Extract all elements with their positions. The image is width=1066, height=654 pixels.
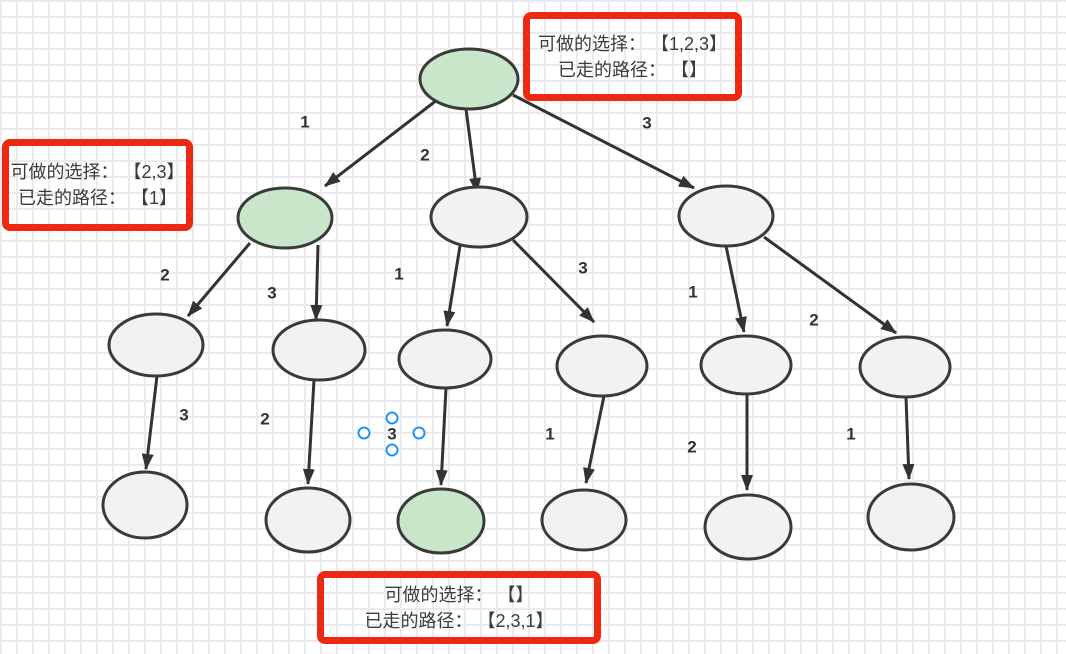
- selection-handles-layer: [357, 411, 426, 457]
- edge-choice-1-to-path-1-2[interactable]: [186, 242, 252, 317]
- annotation-box-leaf[interactable]: 可做的选择： 【】 已走的路径： 【2,3,1】: [317, 571, 601, 644]
- annotation-box-root[interactable]: 可做的选择： 【1,2,3】 已走的路径： 【】: [523, 12, 742, 101]
- tree-node-choice-1[interactable]: [236, 186, 334, 250]
- edge-label-choice-3-to-path-3-1[interactable]: 1: [688, 283, 697, 302]
- tree-node-choice-2[interactable]: [429, 185, 529, 249]
- edge-label-root-to-choice-1[interactable]: 1: [300, 113, 309, 132]
- edge-choice-2-to-path-2-1[interactable]: [443, 245, 462, 327]
- tree-node-path-1-3[interactable]: [271, 318, 367, 382]
- edge-label-choice-1-to-path-1-3[interactable]: 3: [267, 284, 276, 303]
- tree-node-path-1-2-3[interactable]: [101, 470, 189, 540]
- edge-choice-3-to-path-3-2[interactable]: [763, 235, 897, 335]
- tree-node-path-3-1-2[interactable]: [703, 493, 793, 561]
- annotation-path-line: 已走的路径： 【】: [557, 59, 707, 80]
- edge-label-root-to-choice-2[interactable]: 2: [420, 146, 429, 165]
- edge-label-choice-3-to-path-3-2[interactable]: 2: [809, 311, 818, 330]
- edge-label-path-1-3-to-path-1-3-2[interactable]: 2: [260, 410, 269, 429]
- edge-choice-2-to-path-2-3[interactable]: [511, 238, 596, 324]
- tree-node-path-2-3[interactable]: [555, 334, 649, 398]
- annotation-box-choice-1[interactable]: 可做的选择： 【2,3】 已走的路径： 【1】: [2, 139, 193, 231]
- edge-root-to-choice-1[interactable]: [324, 98, 438, 188]
- tree-node-root[interactable]: [418, 47, 520, 111]
- tree-node-path-2-1-3[interactable]: [396, 487, 486, 555]
- edge-label-path-1-2-to-path-1-2-3[interactable]: 3: [179, 406, 188, 425]
- tree-node-path-2-3-1[interactable]: [540, 488, 628, 552]
- annotation-choices-line: 可做的选择： 【2,3】: [10, 162, 185, 182]
- edge-path-1-3-to-path-1-3-2[interactable]: [302, 379, 316, 485]
- annotation-path-line: 已走的路径： 【2,3,1】: [364, 610, 554, 631]
- edge-label-root-to-choice-3[interactable]: 3: [642, 114, 651, 133]
- selection-handle-top[interactable]: [385, 411, 399, 425]
- nodes-layer: [101, 47, 956, 561]
- edge-label-path-2-1-to-path-2-1-3-selected[interactable]: 3: [387, 425, 396, 444]
- tree-node-path-1-2[interactable]: [107, 312, 205, 378]
- selection-handle-bottom[interactable]: [385, 443, 399, 457]
- tree-node-path-3-2-1[interactable]: [866, 482, 956, 552]
- edge-label-path-3-2-to-path-3-2-1[interactable]: 1: [846, 425, 855, 444]
- edge-label-choice-2-to-path-2-1[interactable]: 1: [394, 265, 403, 284]
- edge-labels-layer: 1 2 3 2 3 1 3 1 2 3 2 3 1 2 1: [160, 113, 855, 457]
- edge-path-2-1-to-path-2-1-3[interactable]: [435, 387, 448, 486]
- annotation-path-line: 已走的路径： 【1】: [17, 188, 177, 208]
- edge-label-choice-1-to-path-1-2[interactable]: 2: [160, 266, 169, 285]
- edge-path-3-2-to-path-3-2-1[interactable]: [902, 396, 915, 480]
- edge-label-path-2-3-to-path-2-3-1[interactable]: 1: [545, 425, 554, 444]
- edges-layer: [141, 93, 915, 491]
- tree-node-choice-3[interactable]: [677, 184, 775, 248]
- edge-root-to-choice-2[interactable]: [464, 108, 482, 194]
- edge-choice-1-to-path-1-3[interactable]: [310, 244, 323, 321]
- selection-handle-left[interactable]: [357, 426, 371, 440]
- edge-label-choice-2-to-path-2-3[interactable]: 3: [578, 259, 587, 278]
- selection-handle-right[interactable]: [412, 426, 426, 440]
- tree-node-path-2-1[interactable]: [397, 328, 493, 390]
- edge-path-1-2-to-path-1-2-3[interactable]: [141, 375, 159, 470]
- tree-node-path-3-2[interactable]: [858, 335, 952, 399]
- annotation-choices-line: 可做的选择： 【1,2,3】: [537, 33, 728, 54]
- tree-node-path-3-1[interactable]: [699, 334, 793, 396]
- edge-label-path-3-1-to-path-3-1-2[interactable]: 2: [687, 438, 696, 457]
- tree-node-path-1-3-2[interactable]: [264, 486, 352, 554]
- edge-path-2-3-to-path-2-3-1[interactable]: [583, 395, 606, 484]
- edge-root-to-choice-3[interactable]: [512, 93, 695, 190]
- edge-choice-3-to-path-3-1[interactable]: [724, 245, 747, 333]
- annotation-choices-line: 可做的选择： 【】: [384, 584, 534, 605]
